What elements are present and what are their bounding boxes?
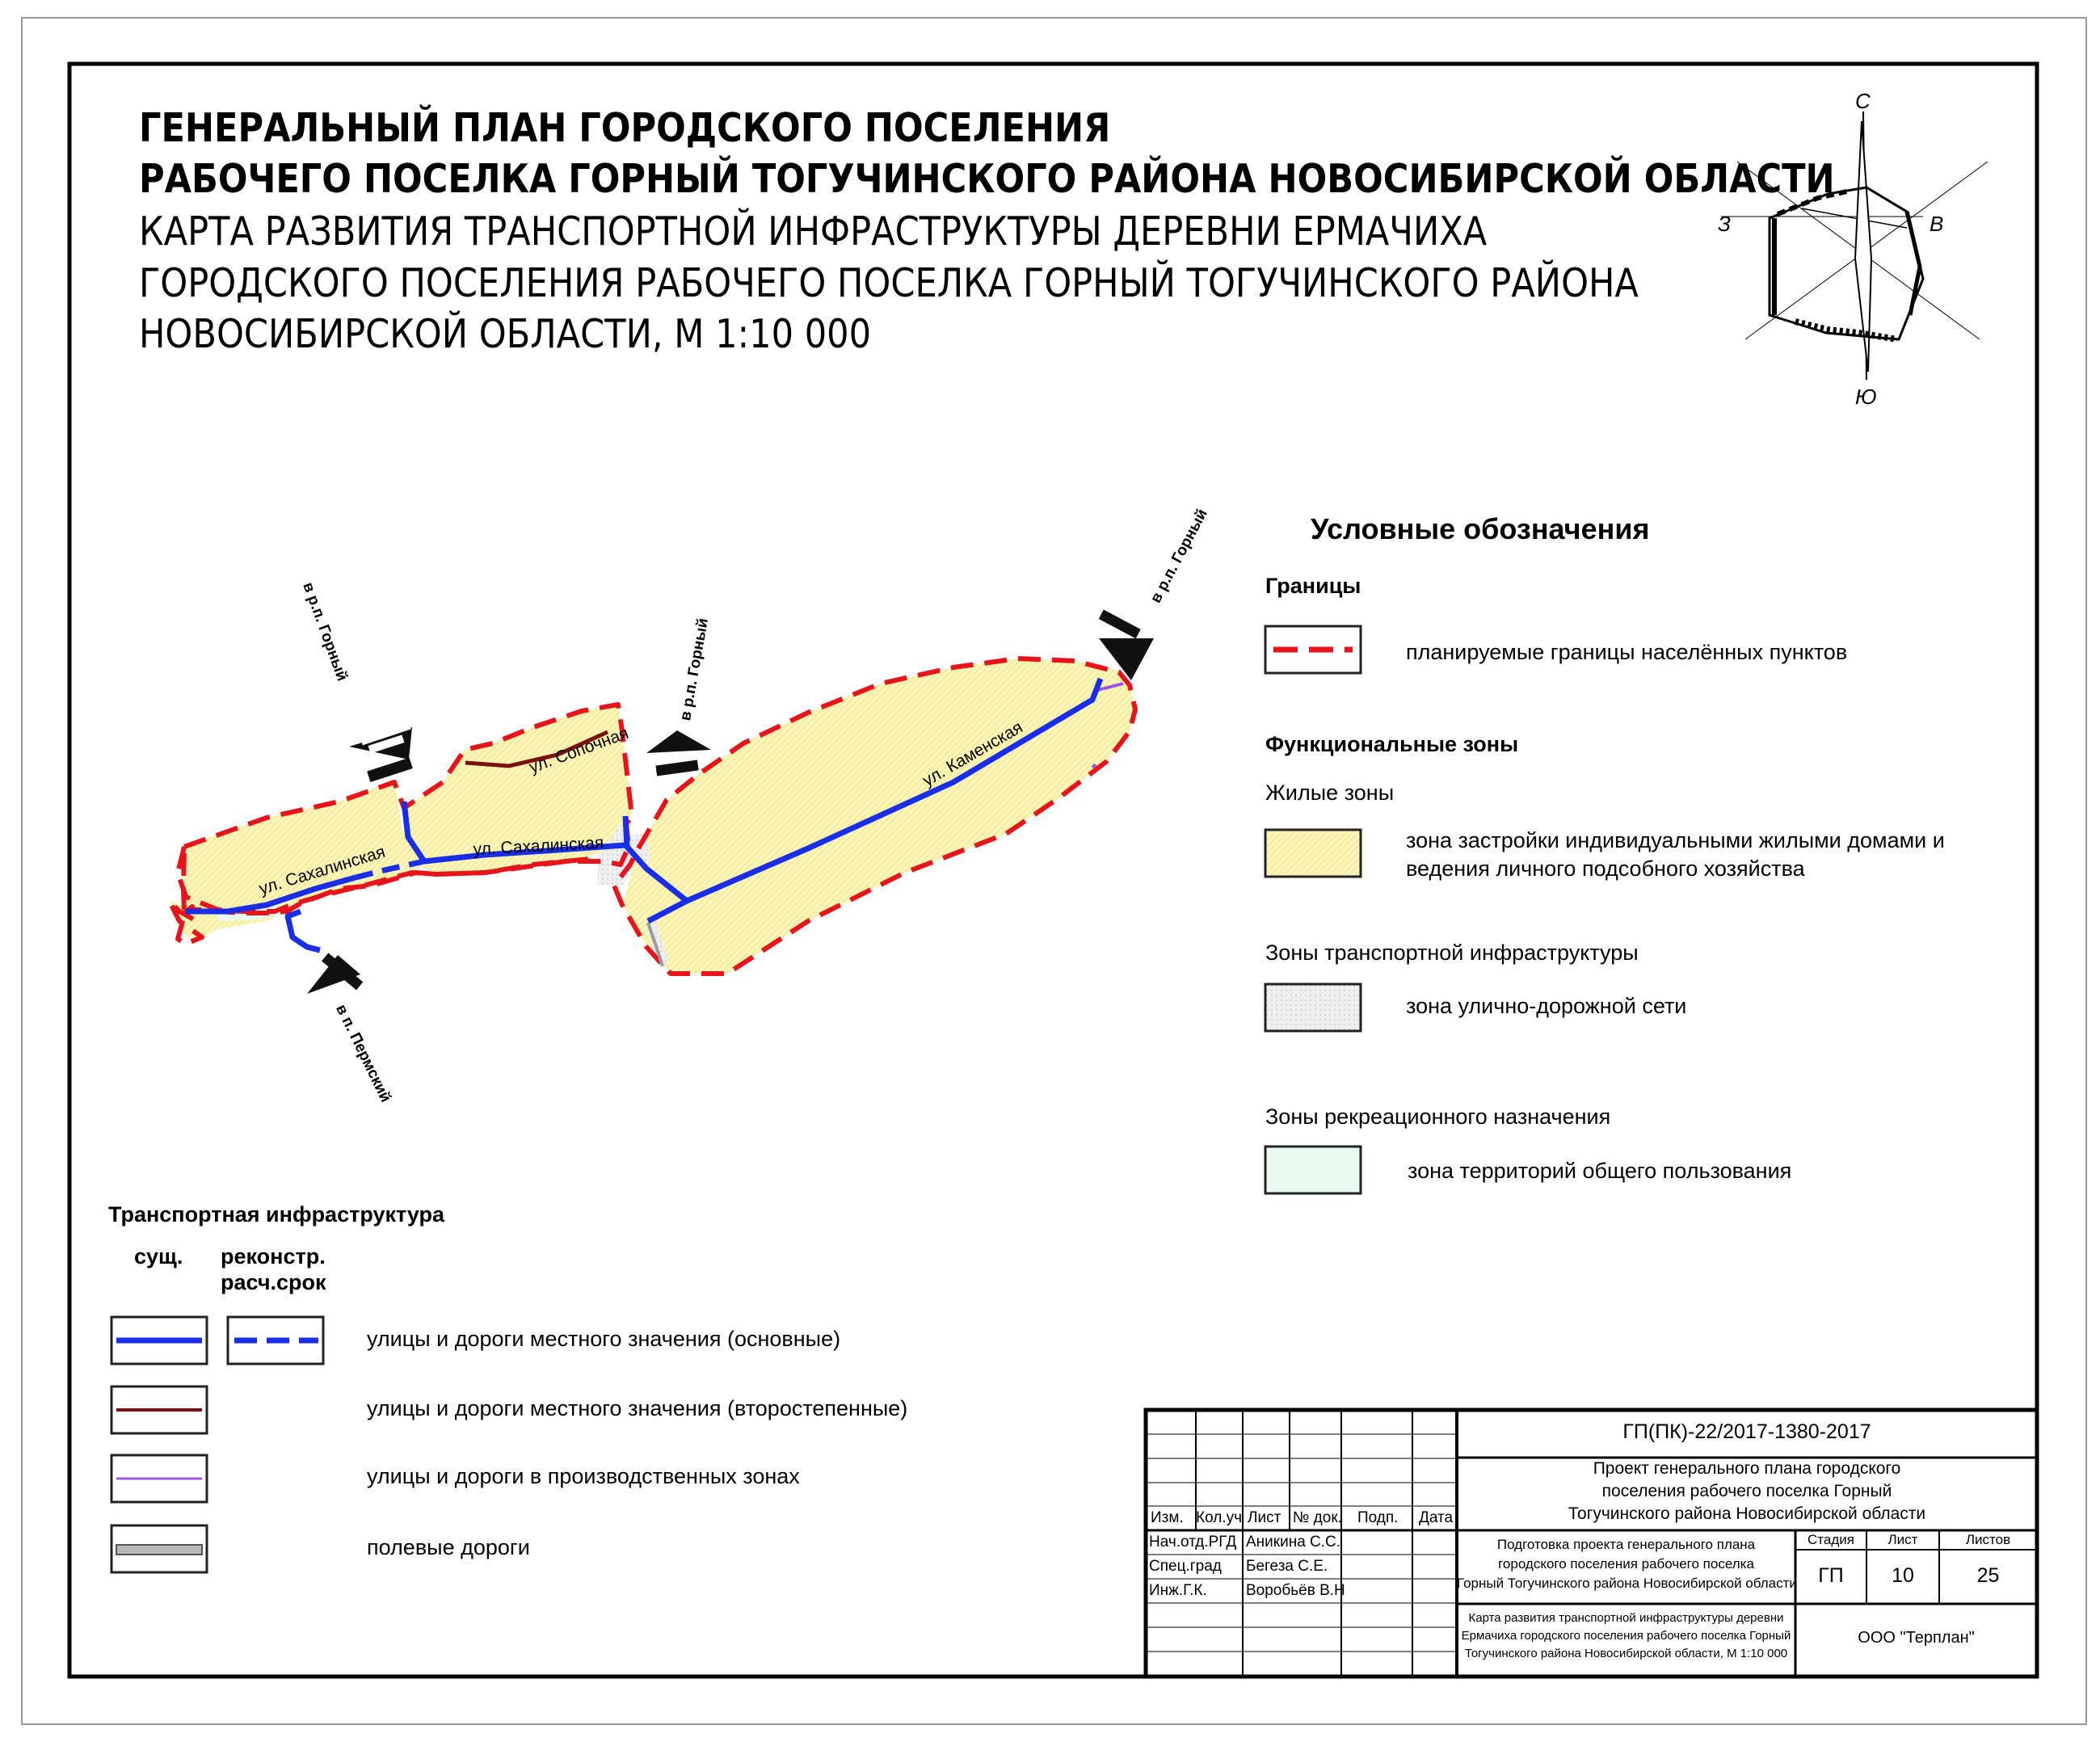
title-block-stage-label: Стадия bbox=[1808, 1532, 1854, 1547]
swatch-transport-zone bbox=[1264, 983, 1362, 1033]
title-block-col-doc: № док. bbox=[1293, 1509, 1342, 1526]
transport-legend-col-recon-1: реконстр. bbox=[221, 1244, 326, 1269]
title-block-name-3: Воробьёв В.Н bbox=[1246, 1582, 1345, 1599]
title-block-sheets-value: 25 bbox=[1976, 1564, 2000, 1587]
inner-frame bbox=[67, 61, 2039, 1679]
title-block-role-1: Нач.отд.РГД bbox=[1149, 1534, 1237, 1551]
title-line-4: ГОРОДСКОГО ПОСЕЛЕНИЯ РАБОЧЕГО ПОСЕЛКА ГО… bbox=[139, 260, 1639, 306]
transport-legend-heading: Транспортная инфраструктура bbox=[108, 1202, 445, 1227]
legend-residential-item-2: ведения личного подсобного хозяйства bbox=[1406, 856, 1805, 881]
title-block-doc-2: Ермачиха городского поселения рабочего п… bbox=[1461, 1629, 1791, 1643]
field-road bbox=[646, 922, 664, 967]
title-block-work-1: Подготовка проекта генерального плана bbox=[1496, 1537, 1756, 1552]
title-block-col-podp: Подп. bbox=[1357, 1509, 1399, 1526]
transport-legend-field: полевые дороги bbox=[367, 1535, 530, 1559]
legend-zones-heading: Функциональные зоны bbox=[1265, 732, 1519, 756]
title-block-col-izm: Изм. bbox=[1151, 1509, 1184, 1526]
title-line-2: РАБОЧЕГО ПОСЕЛКА ГОРНЫЙ ТОГУЧИНСКОГО РАЙ… bbox=[139, 156, 1835, 202]
planned-border-east bbox=[612, 656, 1138, 976]
outer-frame bbox=[21, 17, 2087, 1725]
main-road-sakhalinskaya-central bbox=[401, 801, 626, 865]
transport-legend-col-recon-2: расч.срок bbox=[221, 1270, 326, 1294]
title-block-sheets-label: Листов bbox=[1965, 1532, 2011, 1547]
swatch-recreation-zone bbox=[1264, 1145, 1362, 1195]
compass-west-label: З bbox=[1718, 212, 1731, 236]
title-block-role-3: Инж.Г.К. bbox=[1149, 1582, 1207, 1599]
main-road-sakhalinskaya-west bbox=[186, 874, 356, 915]
direction-arrow-n bbox=[646, 730, 711, 776]
direction-arrow-ne bbox=[1098, 609, 1154, 680]
transport-legend-swatches bbox=[110, 1315, 325, 1574]
transport-legend-industrial: улицы и дороги в производственных зонах bbox=[367, 1464, 800, 1488]
legend-swatches bbox=[1264, 625, 1362, 1195]
title-block-role-2: Спец.град bbox=[1149, 1558, 1222, 1575]
title-block-work-2: городского поселения рабочего поселка bbox=[1498, 1556, 1754, 1572]
main-road-reconstruction bbox=[355, 858, 425, 881]
legend-recreation-sub: Зоны рекреационного назначения bbox=[1265, 1105, 1611, 1129]
title-block-col-list: Лист bbox=[1248, 1509, 1281, 1526]
legend-borders-item: планируемые границы населённых пунктов bbox=[1406, 640, 1848, 664]
legend-transport-sub: Зоны транспортной инфраструктуры bbox=[1265, 940, 1639, 965]
title-block-project-2: поселения рабочего поселка Горный bbox=[1601, 1482, 1892, 1500]
title-block-name-1: Аникина С.С. bbox=[1246, 1534, 1341, 1551]
title-line-3: КАРТА РАЗВИТИЯ ТРАНСПОРТНОЙ ИНФРАСТРУКТУ… bbox=[139, 208, 1488, 255]
title-block-stage-value: ГП bbox=[1818, 1564, 1844, 1587]
compass-east-label: В bbox=[1930, 212, 1944, 236]
title-block-work-3: Горный Тогучинского района Новосибирской… bbox=[1457, 1576, 1797, 1591]
legend-residential-sub: Жилые зоны bbox=[1265, 781, 1395, 805]
main-road-west-branch bbox=[284, 908, 321, 953]
industrial-road bbox=[1091, 682, 1124, 769]
title-block-company: ООО "Терплан" bbox=[1858, 1629, 1975, 1647]
title-block-lines bbox=[1143, 1407, 2039, 1679]
compass-north-label: С bbox=[1855, 89, 1871, 113]
transport-legend-col-existing: сущ. bbox=[134, 1244, 183, 1269]
direction-arrow-s bbox=[307, 953, 364, 994]
title-block-doc-3: Тогучинского района Новосибирской област… bbox=[1464, 1647, 1788, 1660]
title-block-code: ГП(ПК)-22/2017-1380-2017 bbox=[1622, 1420, 1871, 1443]
direction-arrow-nw bbox=[349, 725, 413, 783]
secondary-road-sopochnaya bbox=[465, 730, 609, 768]
compass-rose bbox=[1721, 111, 1988, 381]
legend-borders-heading: Границы bbox=[1265, 574, 1361, 598]
legend-title: Условные обозначения bbox=[1311, 512, 1650, 545]
title-block-sheet-value: 10 bbox=[1892, 1564, 1914, 1587]
title-block-project-1: Проект генерального плана городского bbox=[1593, 1459, 1901, 1478]
transport-legend-main: улицы и дороги местного значения (основн… bbox=[367, 1327, 841, 1351]
planned-border-west bbox=[167, 702, 634, 946]
legend-residential-item-1: зона застройки индивидуальными жилыми до… bbox=[1406, 828, 1945, 852]
title-block-name-2: Бегеза С.Е. bbox=[1246, 1558, 1328, 1575]
title-line-1: ГЕНЕРАЛЬНЫЙ ПЛАН ГОРОДСКОГО ПОСЕЛЕНИЯ bbox=[139, 105, 1111, 151]
title-block-col-kol: Кол.уч bbox=[1196, 1509, 1242, 1526]
swatch-residential bbox=[1264, 828, 1362, 878]
transport-legend-secondary: улицы и дороги местного значения (второс… bbox=[367, 1396, 908, 1420]
main-road-connector bbox=[622, 677, 1104, 924]
title-block-col-date: Дата bbox=[1419, 1509, 1454, 1526]
planned-border-west-fix bbox=[175, 846, 599, 914]
title-line-5: НОВОСИБИРСКОЙ ОБЛАСТИ, М 1:10 000 bbox=[139, 311, 872, 357]
compass-south-label: Ю bbox=[1855, 385, 1877, 409]
title-block-doc-1: Карта развития транспортной инфраструкту… bbox=[1468, 1611, 1784, 1625]
title-block-sheet-label: Лист bbox=[1887, 1532, 1918, 1547]
map-area bbox=[167, 609, 1154, 994]
legend-recreation-item: зона территорий общего пользования bbox=[1408, 1159, 1792, 1183]
title-block-project-3: Тогучинского района Новосибирской област… bbox=[1568, 1504, 1926, 1523]
legend-transport-item: зона улично-дорожной сети bbox=[1406, 994, 1687, 1018]
